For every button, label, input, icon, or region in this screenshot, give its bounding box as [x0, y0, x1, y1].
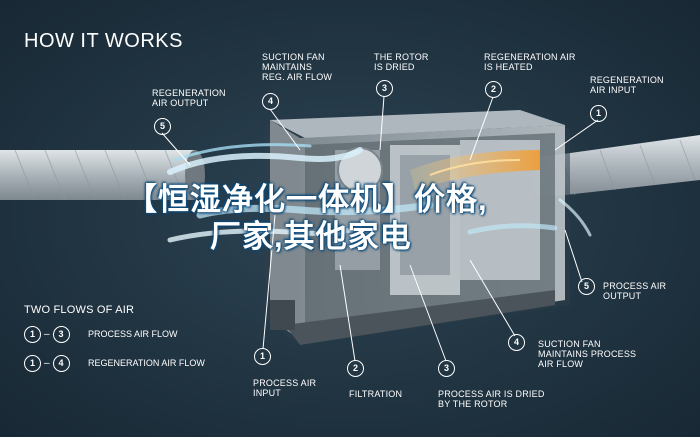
step-marker-2: 2: [347, 360, 364, 377]
legend-marker-to: 4: [52, 355, 70, 373]
legend-title: TWO FLOWS OF AIR: [24, 304, 135, 316]
regen-heated-label: REGENERATION AIR IS HEATED: [484, 52, 576, 72]
regen-input-label: REGENERATION AIR INPUT: [590, 75, 664, 95]
rotor-dried-label: THE ROTOR IS DRIED: [374, 52, 429, 72]
step-marker-4: 4: [508, 334, 525, 351]
page-title: HOW IT WORKS: [24, 30, 183, 52]
left-duct: [0, 149, 205, 201]
process-air-flow: [167, 143, 592, 243]
legend-label: REGENERATION AIR FLOW: [88, 358, 205, 368]
step-marker-3: 3: [438, 360, 455, 377]
legend-row-regeneration: 1–4 REGENERATION AIR FLOW: [24, 355, 205, 373]
process-input-label: PROCESS AIR INPUT: [253, 378, 317, 398]
dehumidifier-unit: [265, 110, 570, 345]
regen-output-label: REGENERATION AIR OUTPUT: [152, 88, 226, 108]
suction-fan-regen-label: SUCTION FAN MAINTAINS REG. AIR FLOW: [262, 52, 333, 82]
legend-marker-to: 3: [52, 326, 70, 344]
regeneration-air-flow: [410, 150, 540, 190]
step-marker-1: 1: [590, 105, 607, 122]
step-marker-2: 2: [485, 81, 502, 98]
banner-line-1: 【恒湿净化一体机】价格,: [126, 182, 488, 217]
legend-marker-from: 1: [24, 355, 41, 373]
filtration-label: FILTRATION: [349, 389, 403, 399]
step-marker-4: 4: [262, 93, 279, 110]
legend-label: PROCESS AIR FLOW: [88, 329, 178, 339]
suction-fan-process-label: SUCTION FAN MAINTAINS PROCESS AIR FLOW: [538, 339, 637, 369]
leader-lines: [161, 95, 599, 362]
legend-marker-from: 1: [24, 326, 41, 344]
process-output-label: PROCESS AIR OUTPUT: [603, 281, 667, 301]
banner-line-2: 厂家,其他家电: [210, 219, 412, 254]
process-dried-label: PROCESS AIR IS DRIED BY THE ROTOR: [438, 389, 545, 409]
step-marker-3: 3: [376, 80, 393, 97]
step-marker-1: 1: [254, 348, 271, 365]
step-marker-5: 5: [154, 118, 171, 135]
legend-row-process: 1–3 PROCESS AIR FLOW: [24, 326, 178, 344]
step-marker-5: 5: [578, 278, 595, 295]
